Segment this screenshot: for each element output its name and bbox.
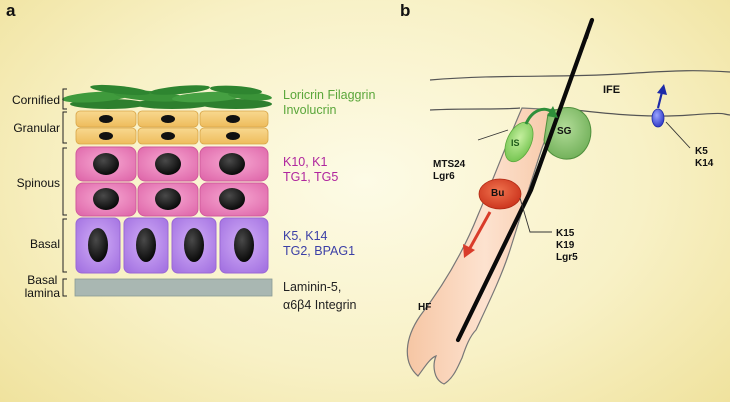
ife-upward-arrow-head xyxy=(657,84,667,95)
marker-lamina-line1: Laminin-5, xyxy=(283,280,342,294)
marker-k19: K19 xyxy=(556,240,575,251)
cornified-flake xyxy=(200,99,272,109)
marker-spinous-line1: K10, K1 xyxy=(283,155,328,169)
marker-k15: K15 xyxy=(556,228,575,239)
spinous-cells xyxy=(75,146,269,217)
bracket-spinous xyxy=(62,147,67,216)
leader-ife-marker xyxy=(665,121,691,149)
panel-a-letter: a xyxy=(6,1,16,20)
granular-nucleus xyxy=(226,115,240,123)
leader-isthmus-marker xyxy=(477,129,509,141)
marker-lamina-line2: α6β4 Integrin xyxy=(283,298,357,312)
marker-cornified-line1: Loricrin Filaggrin xyxy=(283,88,376,102)
label-sg: SG xyxy=(557,126,572,137)
marker-mts24: MTS24 xyxy=(433,159,466,170)
cornified-flake xyxy=(210,85,262,95)
hair-follicle-diagram xyxy=(406,17,730,385)
cornified-flake xyxy=(150,85,210,95)
basal-nucleus xyxy=(184,228,204,262)
granular-cells xyxy=(75,110,269,145)
spinous-nucleus xyxy=(219,153,245,175)
bracket-granular xyxy=(62,111,67,144)
panel-b-letter: b xyxy=(400,1,411,20)
spinous-nucleus xyxy=(155,188,181,210)
bracket-basal xyxy=(62,218,67,273)
marker-k14: K14 xyxy=(695,158,714,169)
granular-nucleus xyxy=(161,132,175,140)
layer-label-granular: Granular xyxy=(13,121,60,135)
marker-lamina: Laminin-5, α6β4 Integrin xyxy=(283,278,357,314)
ife-upward-arrow xyxy=(656,91,664,109)
marker-spinous: K10, K1 TG1, TG5 xyxy=(283,155,338,185)
granular-nucleus xyxy=(161,115,175,123)
spinous-nucleus xyxy=(93,153,119,175)
skin-surface-line xyxy=(429,70,730,81)
bracket-lamina xyxy=(62,278,67,297)
layer-label-basal: Basal xyxy=(29,237,60,251)
marker-ife: K5 K14 xyxy=(695,146,713,170)
marker-spinous-line2: TG1, TG5 xyxy=(283,170,339,184)
downward-migration-arrow xyxy=(468,211,492,249)
isthmus-to-sg-arrow xyxy=(524,107,553,125)
cornified-flake xyxy=(90,84,150,96)
hair-shaft-tip xyxy=(586,19,593,39)
layer-label-basal-lamina-line2: lamina xyxy=(24,286,60,300)
cornified-flakes xyxy=(62,84,272,109)
marker-cornified-line2: Involucrin xyxy=(283,103,337,117)
spinous-nucleus xyxy=(93,188,119,210)
basal-nucleus xyxy=(88,228,108,262)
layer-label-spinous: Spinous xyxy=(16,176,60,190)
marker-bulge: K15 K19 Lgr5 xyxy=(556,228,578,264)
basal-nucleus xyxy=(234,228,254,262)
hair-shaft xyxy=(455,17,595,343)
marker-lgr5: Lgr5 xyxy=(556,252,578,263)
label-hf: HF xyxy=(418,302,432,313)
marker-lgr6: Lgr6 xyxy=(433,171,455,182)
granular-nucleus xyxy=(226,132,240,140)
leader-bulge-marker xyxy=(519,197,552,233)
granular-nucleus xyxy=(99,132,113,140)
follicle-outer-sheath xyxy=(406,107,564,385)
spinous-nucleus xyxy=(219,188,245,210)
layer-label-basal-lamina: Basal lamina xyxy=(25,274,60,300)
cornified-flake xyxy=(62,91,130,103)
spinous-nucleus xyxy=(155,153,181,175)
basal-lamina-band xyxy=(74,278,273,297)
basal-cells xyxy=(75,217,269,274)
ife-basement-line xyxy=(429,107,730,117)
bulge-cell xyxy=(478,178,522,210)
downward-arrow-head xyxy=(463,244,475,258)
marker-basal-line2: TG2, BPAG1 xyxy=(283,244,356,258)
bracket-cornified xyxy=(62,88,67,110)
layer-label-basal-lamina-line1: Basal xyxy=(27,273,58,287)
label-bu: Bu xyxy=(491,188,505,199)
isthmus-to-sg-arrow-head xyxy=(547,106,558,118)
label-is: IS xyxy=(511,138,520,148)
granular-nucleus xyxy=(99,115,113,123)
layer-label-cornified: Cornified xyxy=(11,93,60,107)
marker-basal-line1: K5, K14 xyxy=(283,229,328,243)
layer-brackets xyxy=(62,88,67,297)
ife-stem-cell xyxy=(651,108,665,128)
label-ife: IFE xyxy=(603,84,621,96)
marker-k5: K5 xyxy=(695,146,708,157)
marker-basal: K5, K14 TG2, BPAG1 xyxy=(283,229,355,259)
epidermis-stack xyxy=(62,84,273,297)
marker-isthmus: MTS24 Lgr6 xyxy=(433,159,465,183)
marker-cornified: Loricrin Filaggrin Involucrin xyxy=(283,88,375,118)
cornified-flake xyxy=(172,91,244,103)
basal-nucleus xyxy=(136,228,156,262)
